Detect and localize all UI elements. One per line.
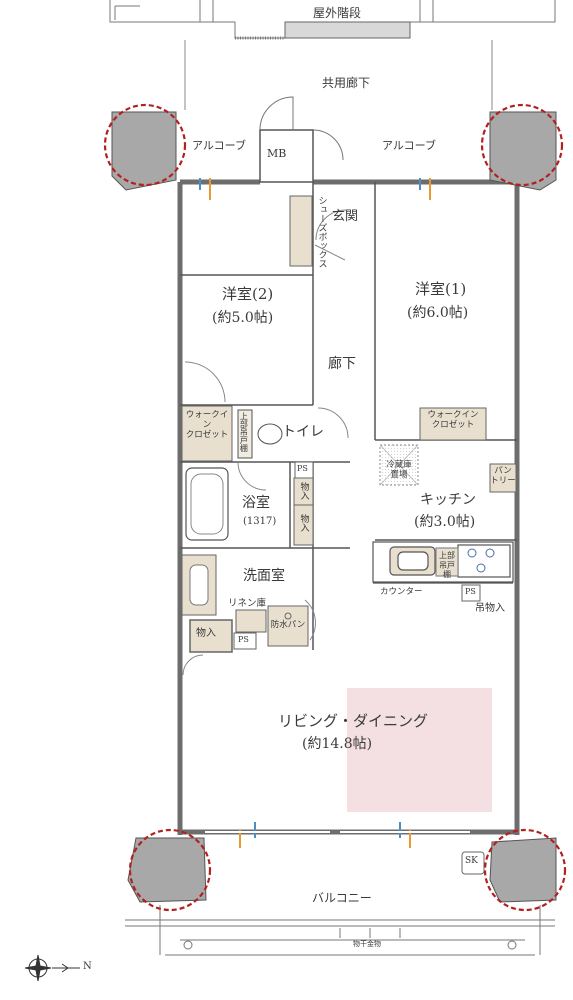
sk-label: SK bbox=[465, 856, 478, 866]
upper-cabinet-kitchen-label: 上部 吊戸棚 bbox=[439, 551, 455, 580]
waterproof-pan-box bbox=[267, 605, 309, 647]
western-room-1-size: (約6.0帖) bbox=[407, 305, 469, 321]
washroom-label: 洗面室 bbox=[243, 568, 285, 584]
bathroom-label: 浴室 bbox=[242, 495, 270, 511]
toilet-label: トイレ bbox=[282, 424, 324, 440]
exterior-stairs-label: 屋外階段 bbox=[313, 6, 362, 20]
bathtub bbox=[185, 467, 229, 541]
fridge-space-label: 冷蔵庫 置場 bbox=[386, 460, 412, 481]
laundry-pole-label: 物干金物 bbox=[353, 940, 381, 948]
linen-storage-label: リネン庫 bbox=[228, 598, 267, 609]
stove-icon bbox=[467, 548, 495, 573]
shoe-box-cabinet bbox=[289, 195, 313, 267]
column-top-right bbox=[480, 103, 564, 191]
hallway-label: 廊下 bbox=[328, 356, 356, 372]
fridge-space bbox=[379, 444, 419, 486]
pantry-cabinet bbox=[489, 463, 517, 493]
upper-cabinet-toilet-label: 上部吊戸棚 bbox=[239, 412, 249, 452]
waterproof-pan-label: 防水パン bbox=[270, 620, 306, 630]
windows bbox=[199, 178, 470, 848]
entrance-label: 玄関 bbox=[332, 209, 359, 224]
storage-cabinet-3 bbox=[189, 619, 233, 653]
alcove-left-label: アルコーブ bbox=[192, 139, 247, 152]
alcove-right-label: アルコーブ bbox=[382, 139, 437, 152]
kitchen-label: キッチン bbox=[420, 492, 476, 508]
door-swings bbox=[182, 209, 349, 676]
column-bottom-left bbox=[127, 828, 212, 912]
western-room-1-label: 洋室(1) bbox=[415, 280, 467, 298]
living-dining-size: (約14.8帖) bbox=[302, 736, 373, 752]
storage-1-label: 物入 bbox=[298, 482, 309, 500]
living-dining-label: リビング・ダイニング bbox=[278, 712, 429, 730]
common-corridor-label: 共用廊下 bbox=[322, 76, 371, 90]
storage-2-label: 物入 bbox=[298, 514, 309, 532]
ps-2-label: PS bbox=[238, 635, 249, 644]
western-room-2-size: (約5.0帖) bbox=[212, 310, 274, 326]
toilet-fixture bbox=[237, 409, 283, 459]
pantry-label: パン トリー bbox=[490, 466, 516, 487]
living-highlight bbox=[347, 688, 492, 812]
sk-box bbox=[461, 851, 485, 875]
walk-in-closet-right-label: ウォークイン クロゼット bbox=[427, 410, 479, 431]
column-top-left bbox=[103, 103, 187, 191]
walk-in-closet-right-area bbox=[419, 407, 487, 441]
storage-3-label: 物入 bbox=[196, 628, 216, 639]
linen-storage-box bbox=[235, 609, 267, 633]
balcony-label: バルコニー bbox=[312, 891, 372, 905]
vanity bbox=[181, 554, 217, 616]
western-room-2-label: 洋室(2) bbox=[222, 285, 274, 303]
shoe-box-label: シューズボックス bbox=[316, 196, 327, 268]
storage-cabinet-2 bbox=[293, 504, 314, 546]
ps-1-label: PS bbox=[297, 464, 308, 473]
mb-box bbox=[259, 96, 344, 183]
bathroom-size: (1317) bbox=[243, 516, 277, 527]
mb-label: MB bbox=[267, 147, 287, 160]
column-bottom-right bbox=[483, 828, 567, 912]
compass-icon bbox=[24, 954, 80, 982]
hanging-storage-label: 吊物入 bbox=[475, 603, 505, 614]
ps-box-3 bbox=[461, 584, 481, 602]
kitchen-size: (約3.0帖) bbox=[414, 514, 476, 530]
corridor-lines bbox=[184, 40, 493, 110]
balcony-outline bbox=[125, 905, 555, 956]
north-label: N bbox=[83, 961, 92, 972]
ps-box-2 bbox=[233, 632, 257, 650]
exterior-stairs-area bbox=[109, 0, 556, 40]
counter-label: カウンター bbox=[380, 587, 423, 597]
walk-in-closet-left-area bbox=[181, 405, 233, 462]
walk-in-closet-left-label: ウォークイン クロゼット bbox=[185, 410, 229, 441]
ps-3-label: PS bbox=[465, 587, 476, 596]
